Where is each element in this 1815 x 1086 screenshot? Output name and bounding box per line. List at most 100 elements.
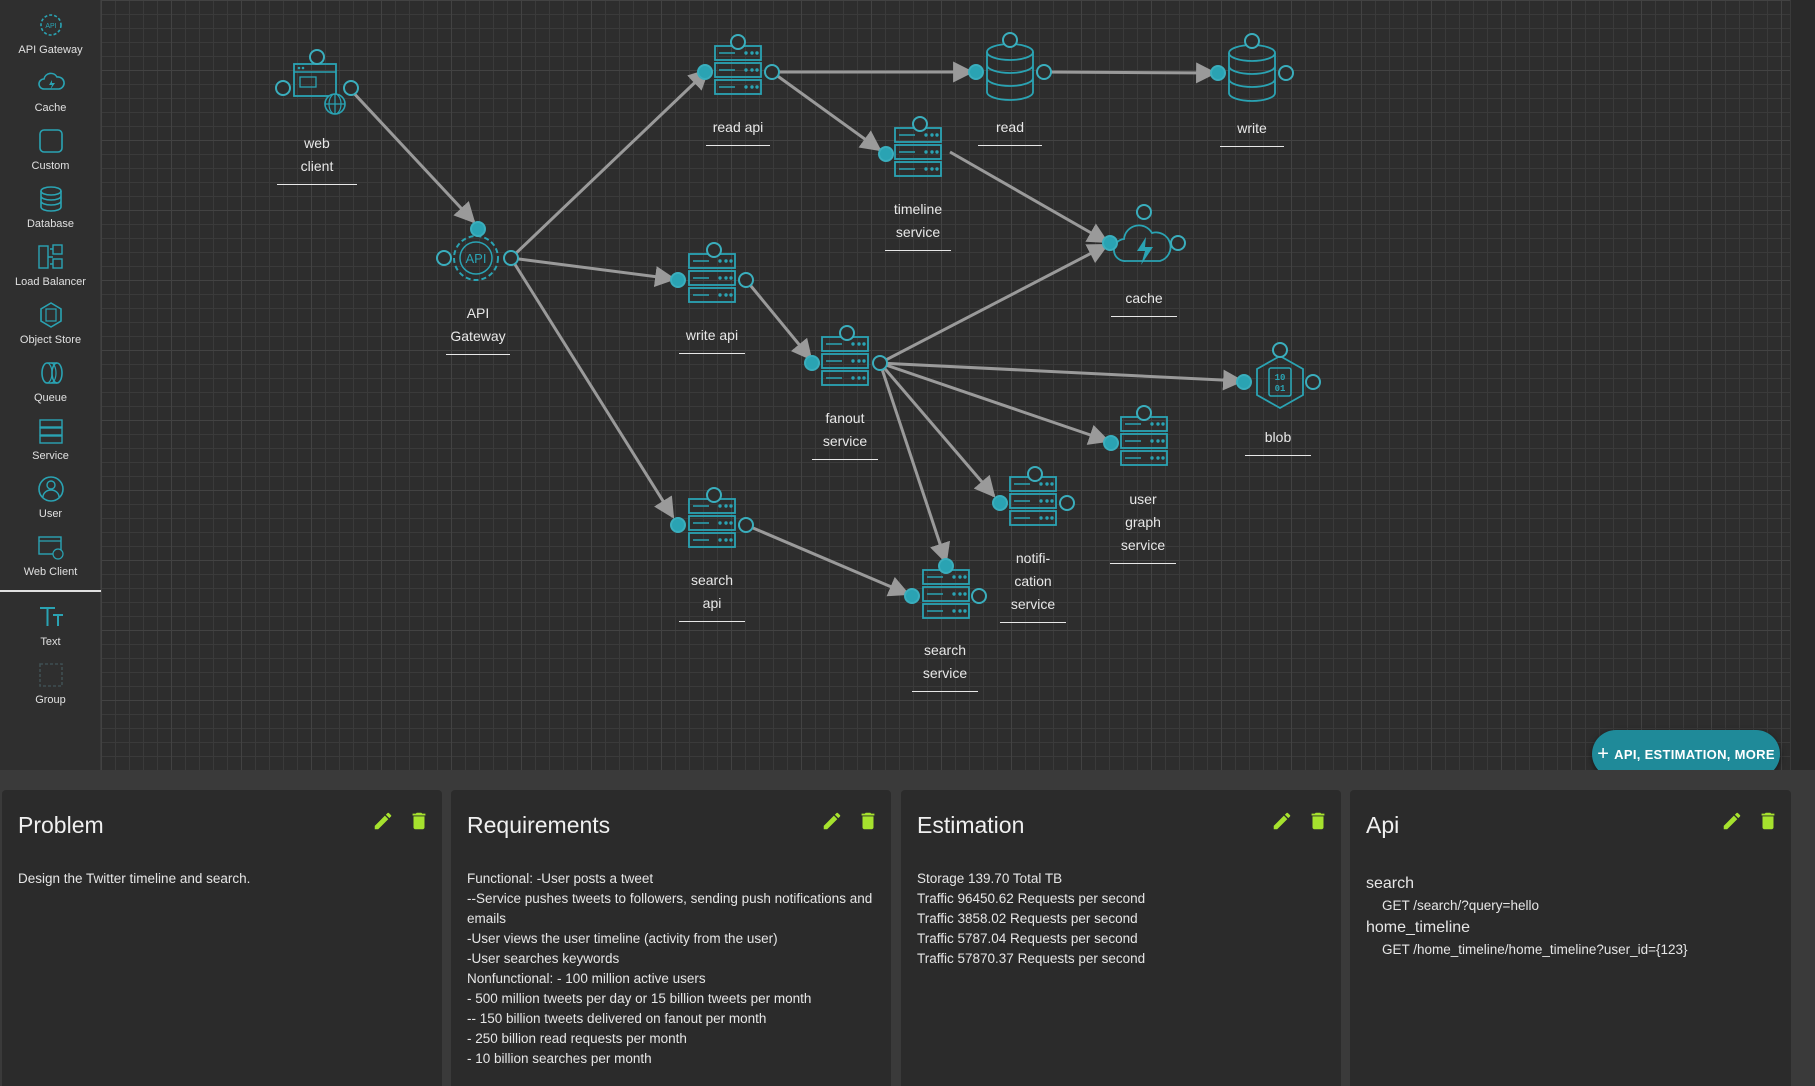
port-out[interactable] (872, 355, 888, 371)
edge-fanout-search[interactable] (878, 362, 951, 564)
port-top[interactable] (706, 487, 722, 503)
port-in[interactable] (697, 64, 713, 80)
port-top[interactable] (706, 242, 722, 258)
node-read-db[interactable] (968, 32, 1052, 101)
port-top[interactable] (1244, 33, 1260, 49)
port-in[interactable] (904, 588, 920, 604)
edge-timeline-cache[interactable] (949, 150, 1109, 244)
port-top[interactable] (1002, 32, 1018, 48)
port-top[interactable] (309, 49, 325, 65)
port-out[interactable] (1059, 495, 1075, 511)
delete-trash-icon[interactable] (1307, 810, 1329, 832)
palette-item-custom[interactable]: Custom (0, 126, 101, 184)
node-label-read[interactable]: read (978, 116, 1042, 146)
node-label-blob[interactable]: blob (1245, 426, 1311, 456)
port-in[interactable] (1102, 235, 1118, 251)
port-out[interactable] (1036, 64, 1052, 80)
palette-item-text[interactable]: Text (0, 602, 101, 660)
node-label-read-api[interactable]: read api (706, 116, 770, 146)
port-top[interactable] (839, 325, 855, 341)
edge-writeapi-fanout[interactable] (744, 279, 813, 361)
palette-item-object-store[interactable]: Object Store (0, 300, 101, 358)
port-top[interactable] (1136, 405, 1152, 421)
node-notification-service[interactable] (992, 466, 1075, 526)
node-label-user-graph-service[interactable]: user graph service (1110, 488, 1176, 564)
node-cache[interactable] (1102, 204, 1186, 265)
node-label-notification-service[interactable]: notifi- cation service (1000, 547, 1066, 623)
node-label-write[interactable]: write (1220, 117, 1284, 147)
port-out[interactable] (764, 64, 780, 80)
palette-item-web-client[interactable]: Web Client (0, 532, 101, 590)
port-in[interactable] (275, 80, 291, 96)
node-label-write-api[interactable]: write api (679, 324, 745, 354)
port-in[interactable] (670, 517, 686, 533)
port-out[interactable] (1305, 374, 1321, 390)
delete-trash-icon[interactable] (857, 810, 879, 832)
palette-item-service[interactable]: Service (0, 416, 101, 474)
port-top[interactable] (912, 116, 928, 132)
node-label-api-gateway[interactable]: API Gateway (446, 302, 510, 355)
diagram-canvas[interactable] (101, 0, 1790, 770)
port-top[interactable] (1027, 466, 1043, 482)
port-top[interactable] (470, 221, 486, 237)
port-out[interactable] (503, 250, 519, 266)
node-label-search-api[interactable]: search api (679, 569, 745, 622)
port-in[interactable] (992, 495, 1008, 511)
edge-fanout-blob[interactable] (879, 361, 1245, 391)
port-in[interactable] (804, 355, 820, 371)
node-write-db[interactable] (1210, 33, 1294, 102)
palette-item-group[interactable]: Group (0, 660, 101, 718)
node-user-graph-service[interactable] (1103, 405, 1168, 466)
palette-item-user[interactable]: User (0, 474, 101, 532)
edge-gateway-readapi[interactable] (509, 68, 710, 260)
palette-item-cache[interactable]: Cache (0, 68, 101, 126)
edit-pencil-icon[interactable] (372, 810, 394, 832)
port-top[interactable] (1272, 342, 1288, 358)
port-out[interactable] (738, 517, 754, 533)
edit-pencil-icon[interactable] (1721, 810, 1743, 832)
edge-webclient-gateway[interactable] (347, 86, 476, 224)
port-out[interactable] (1170, 235, 1186, 251)
node-api-gateway[interactable]: API (436, 221, 519, 281)
port-out[interactable] (343, 80, 359, 96)
edge-read-write[interactable] (1042, 62, 1218, 84)
port-in[interactable] (878, 146, 894, 162)
port-in[interactable] (1103, 435, 1119, 451)
palette-item-database[interactable]: Database (0, 184, 101, 242)
port-out[interactable] (971, 588, 987, 604)
edit-pencil-icon[interactable] (1271, 810, 1293, 832)
node-label-search-service[interactable]: search service (912, 639, 978, 692)
edge-readapi-timeline[interactable] (771, 70, 882, 152)
node-write-api[interactable] (670, 242, 754, 303)
port-in[interactable] (968, 64, 984, 80)
node-search-api[interactable] (670, 487, 754, 548)
palette-item-queue[interactable]: Queue (0, 358, 101, 416)
edge-fanout-cache[interactable] (879, 243, 1109, 365)
port-out[interactable] (738, 272, 754, 288)
node-label-web-client[interactable]: web client (277, 132, 357, 185)
edge-fanout-usergraph[interactable] (879, 361, 1110, 445)
palette-item-load-balancer[interactable]: Load Balancer (0, 242, 101, 300)
port-in[interactable] (1210, 65, 1226, 81)
node-timeline-service[interactable] (878, 116, 942, 177)
port-top[interactable] (730, 34, 746, 50)
delete-trash-icon[interactable] (408, 810, 430, 832)
port-out[interactable] (1278, 65, 1294, 81)
delete-trash-icon[interactable] (1757, 810, 1779, 832)
edit-pencil-icon[interactable] (821, 810, 843, 832)
edge-gateway-searchapi[interactable] (509, 257, 675, 519)
node-fanout-service[interactable] (804, 325, 888, 386)
canvas-scrollbar[interactable] (1790, 0, 1815, 770)
palette-item-api-gateway[interactable]: API API Gateway (0, 10, 101, 68)
node-label-fanout-service[interactable]: fanout service (812, 407, 878, 460)
edge-fanout-notification[interactable] (878, 362, 996, 498)
node-search-service[interactable] (904, 558, 987, 619)
edge-gateway-writeapi[interactable] (510, 256, 677, 287)
node-label-cache[interactable]: cache (1111, 287, 1177, 317)
node-label-timeline-service[interactable]: timeline service (885, 198, 951, 251)
port-in[interactable] (436, 250, 452, 266)
node-web-client[interactable] (275, 49, 359, 115)
edge-searchapi-search[interactable] (745, 523, 910, 597)
node-blob[interactable]: 10 01 (1236, 342, 1321, 410)
node-read-api[interactable] (697, 34, 780, 95)
